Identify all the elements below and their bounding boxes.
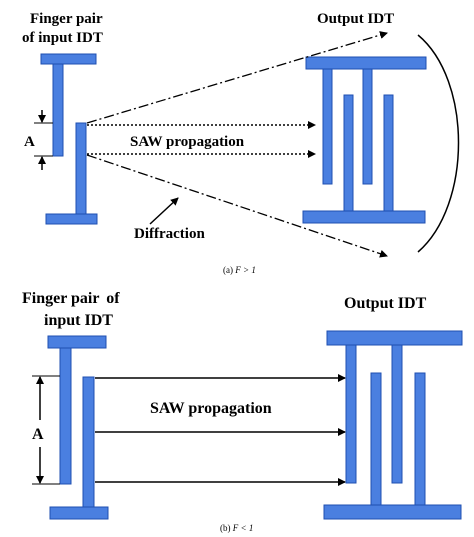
input-upper-busbar: [47, 335, 107, 349]
diffraction-label: Diffraction: [134, 226, 205, 242]
panel-b-input-idt: [47, 335, 109, 520]
panel-b-caption: (b) F < 1: [220, 523, 253, 533]
output-bottom-busbar: [302, 210, 426, 224]
input-idt-label-line1: Finger pair: [30, 11, 103, 27]
diffraction-line-lower: [86, 154, 388, 258]
input-lower-busbar: [49, 506, 109, 520]
output-finger-4: [414, 372, 426, 506]
diffraction-line-upper: [86, 31, 388, 124]
output-top-busbar: [326, 330, 463, 346]
input-idt-label-line2: input IDT: [44, 312, 113, 329]
panel-a-aperture-marker: A: [24, 110, 53, 170]
panel-a-input-idt: [40, 53, 98, 225]
input-upper-finger: [52, 63, 64, 157]
aperture-label: A: [32, 426, 44, 443]
output-idt-label: Output IDT: [317, 11, 394, 27]
output-bottom-busbar: [323, 504, 462, 520]
diffraction-wavefront-arc: [417, 34, 460, 253]
diffraction-pointer-arrow: [149, 197, 179, 225]
output-finger-4: [383, 94, 394, 212]
input-idt-label-line2: of input IDT: [22, 30, 103, 46]
input-upper-finger: [59, 347, 72, 485]
panel-a: A Finger pair of input IDT Output IDT SA…: [22, 11, 460, 275]
panel-a-caption: (a) F > 1: [223, 265, 256, 275]
panel-a-output-idt: [302, 56, 427, 224]
input-lower-busbar: [45, 213, 98, 225]
output-top-busbar: [305, 56, 427, 70]
panel-b-output-idt: [323, 330, 463, 520]
output-finger-2: [370, 372, 382, 506]
input-lower-finger: [82, 376, 95, 508]
input-upper-busbar: [40, 53, 97, 65]
aperture-label: A: [24, 134, 35, 150]
panel-b-aperture-marker: A: [32, 375, 60, 485]
output-finger-1: [322, 68, 333, 185]
output-finger-2: [343, 94, 354, 212]
output-idt-label: Output IDT: [344, 295, 427, 312]
output-finger-1: [345, 344, 357, 484]
saw-propagation-label: SAW propagation: [150, 400, 272, 417]
output-finger-3: [362, 68, 373, 185]
input-lower-finger: [75, 122, 87, 216]
output-finger-3: [391, 344, 403, 484]
saw-propagation-label: SAW propagation: [130, 134, 245, 150]
